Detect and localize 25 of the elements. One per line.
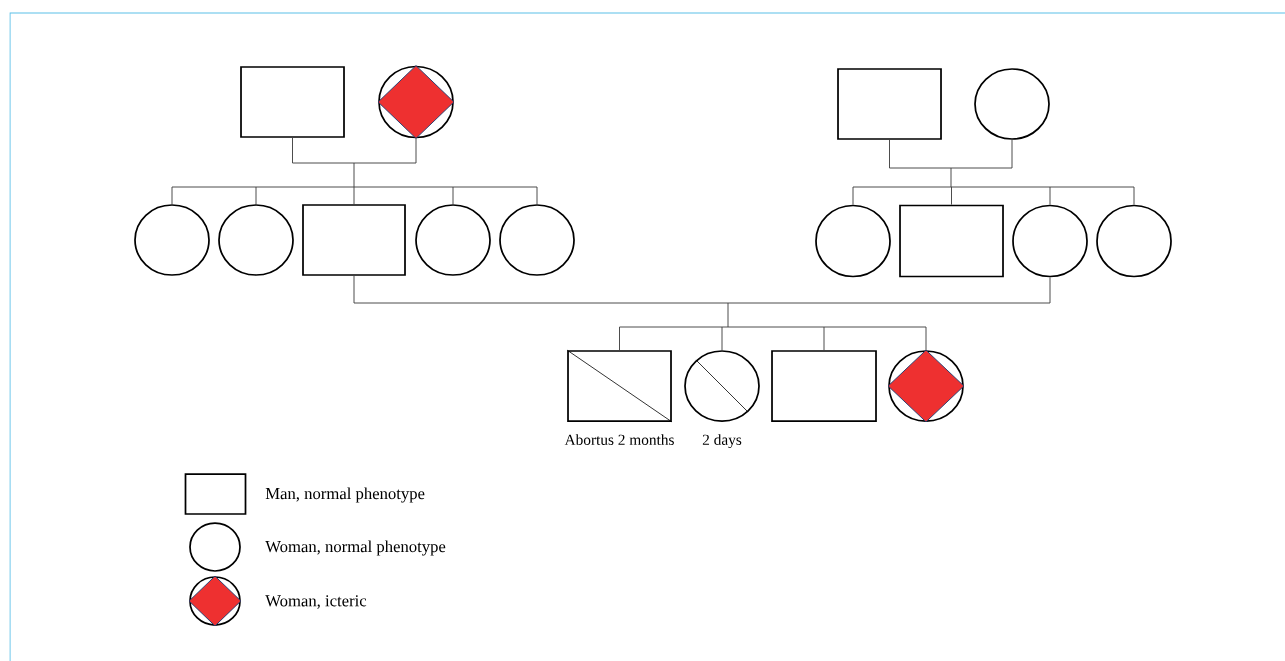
male-symbol (837, 68, 942, 140)
female-symbol (974, 68, 1050, 140)
male-symbol (240, 66, 345, 138)
pedigree-line (852, 139, 1135, 206)
female-symbol (815, 204, 891, 278)
affected-female-symbol (887, 349, 965, 423)
female-symbol (1096, 204, 1172, 278)
node-label: 2 days (702, 434, 742, 449)
deceased-female-symbol (684, 350, 760, 422)
legend-label: Woman, normal phenotype (265, 540, 446, 556)
pedigree-line (353, 275, 1051, 351)
female-symbol (134, 204, 210, 276)
legend-label: Man, normal phenotype (265, 487, 425, 503)
pedigree-line (171, 137, 538, 205)
legend-label: Woman, icteric (265, 595, 367, 609)
male-symbol (771, 350, 877, 422)
female-symbol (499, 204, 575, 276)
female-symbol (1012, 204, 1088, 278)
female-symbol (415, 204, 491, 276)
male-symbol (302, 204, 406, 276)
deceased-male-symbol (566, 349, 673, 423)
male-symbol (899, 204, 1004, 278)
female-symbol (218, 204, 294, 276)
node-label: Abortus 2 months (564, 434, 674, 445)
affected-female-symbol (377, 65, 455, 139)
